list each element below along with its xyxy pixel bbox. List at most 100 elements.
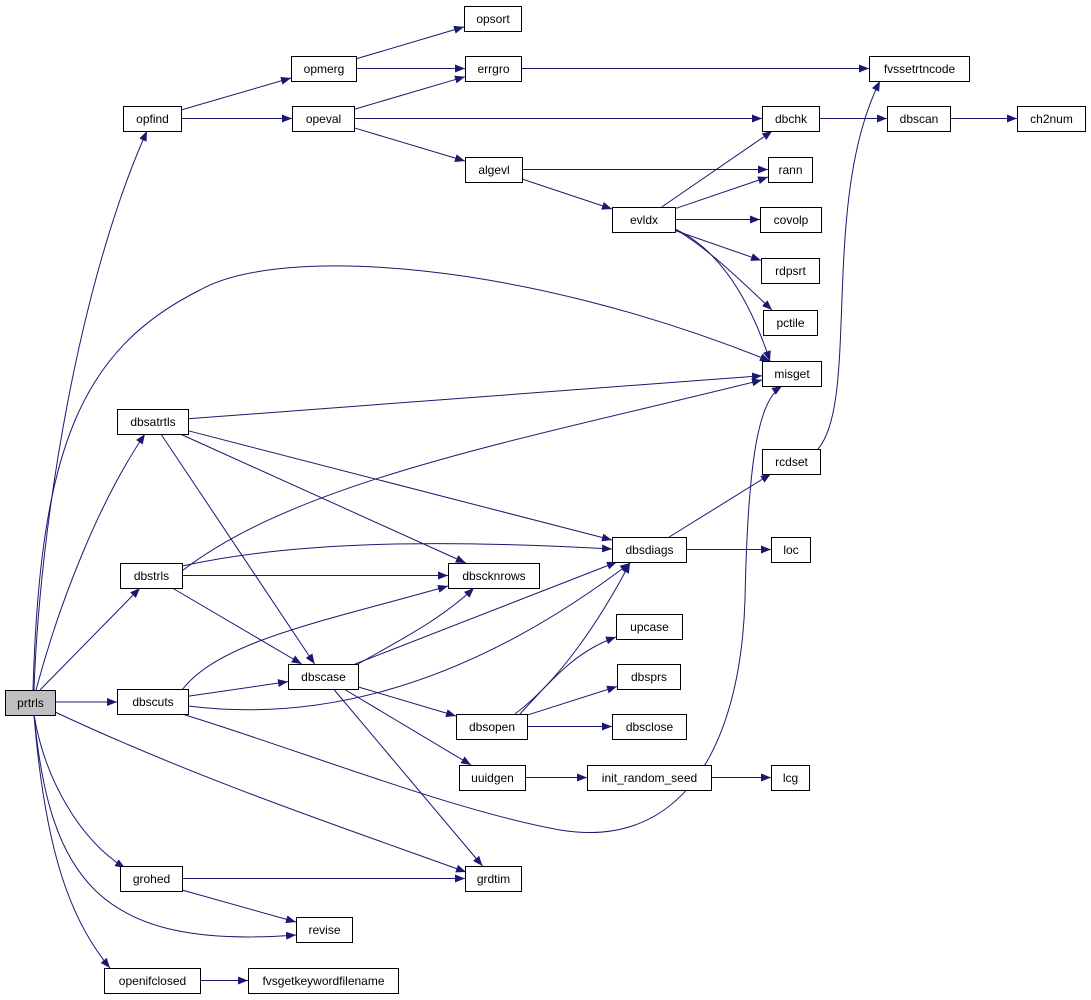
node-label-dbstrls: dbstrls [134,569,169,583]
node-label-grdtim: grdtim [477,872,510,886]
edge-dbscase-to-grdtim [333,688,483,867]
node-label-dbscuts: dbscuts [132,695,173,709]
node-dbscan[interactable]: dbscan [887,106,951,132]
node-box-dbstrls[interactable] [120,563,183,589]
node-box-rcdset[interactable] [762,449,821,475]
node-box-dbchk[interactable] [762,106,820,132]
edge-dbsatrtls-to-dbscase [160,433,316,665]
edge-dbsdiags-to-rcdset [668,473,772,538]
node-grohed[interactable]: grohed [120,866,183,892]
node-box-opfind[interactable] [123,106,182,132]
node-label-pctile: pctile [776,316,804,330]
node-dbscase[interactable]: dbscase [288,664,359,690]
node-box-dbsprs[interactable] [617,664,681,690]
node-dbchk[interactable]: dbchk [762,106,820,132]
edge-dbsatrtls-to-dbscknrows [179,433,467,564]
node-box-init_random_seed[interactable] [587,765,712,791]
node-box-revise[interactable] [296,917,353,943]
node-label-dbscknrows: dbscknrows [462,569,525,583]
edge-opfind-to-opmerg [180,76,292,111]
node-box-rdpsrt[interactable] [761,258,820,284]
node-dbsprs[interactable]: dbsprs [617,664,681,690]
node-box-uuidgen[interactable] [459,765,526,791]
node-box-loc[interactable] [771,537,811,563]
edge-dbsopen-to-upcase [519,636,617,715]
node-opfind[interactable]: opfind [123,106,182,132]
edge-opeval-to-errgro [353,75,466,110]
node-box-opeval[interactable] [292,106,355,132]
node-rdpsrt[interactable]: rdpsrt [761,258,820,284]
node-box-openifclosed[interactable] [104,968,201,994]
node-openifclosed[interactable]: openifclosed [104,968,201,994]
node-loc[interactable]: loc [771,537,811,563]
node-box-errgro[interactable] [465,56,522,82]
node-box-rann[interactable] [768,157,813,183]
node-rann[interactable]: rann [768,157,813,183]
node-algevl[interactable]: algevl [465,157,523,183]
node-dbsatrtls[interactable]: dbsatrtls [117,409,189,435]
node-fvssetrtncode[interactable]: fvssetrtncode [869,56,970,82]
node-opeval[interactable]: opeval [292,106,355,132]
node-box-ch2num[interactable] [1017,106,1086,132]
node-label-dbsopen: dbsopen [469,720,515,734]
node-box-evldx[interactable] [612,207,676,233]
node-dbsopen[interactable]: dbsopen [456,714,528,740]
node-box-prtrls[interactable] [5,690,56,716]
node-box-fvssetrtncode[interactable] [869,56,970,82]
node-fvsgetkeywordfilename[interactable]: fvsgetkeywordfilename [248,968,399,994]
node-label-lcg: lcg [783,771,798,785]
node-errgro[interactable]: errgro [465,56,522,82]
edge-layer [32,25,1017,985]
node-box-algevl[interactable] [465,157,523,183]
node-box-fvsgetkeywordfilename[interactable] [248,968,399,994]
node-pctile[interactable]: pctile [763,310,818,336]
node-box-misget[interactable] [762,361,822,387]
node-covolp[interactable]: covolp [760,207,822,233]
node-dbsdiags[interactable]: dbsdiags [612,537,687,563]
node-box-dbsdiags[interactable] [612,537,687,563]
node-box-upcase[interactable] [616,614,683,640]
node-lcg[interactable]: lcg [771,765,810,791]
node-box-dbscan[interactable] [887,106,951,132]
node-label-dbchk: dbchk [775,112,808,126]
node-box-dbsopen[interactable] [456,714,528,740]
node-dbscuts[interactable]: dbscuts [117,689,189,715]
node-label-opsort: opsort [476,12,510,26]
node-upcase[interactable]: upcase [616,614,683,640]
node-box-dbsclose[interactable] [612,714,687,740]
node-uuidgen[interactable]: uuidgen [459,765,526,791]
node-box-grohed[interactable] [120,866,183,892]
node-box-lcg[interactable] [771,765,810,791]
node-dbscknrows[interactable]: dbscknrows [448,563,540,589]
node-opsort[interactable]: opsort [464,6,522,32]
node-box-dbscknrows[interactable] [448,563,540,589]
edge-rcdset-to-fvssetrtncode [817,80,881,450]
node-init_random_seed[interactable]: init_random_seed [587,765,712,791]
node-box-dbscase[interactable] [288,664,359,690]
node-label-grohed: grohed [133,872,170,886]
node-label-rcdset: rcdset [775,455,808,469]
node-box-opmerg[interactable] [291,56,357,82]
node-box-dbsatrtls[interactable] [117,409,189,435]
node-label-dbsatrtls: dbsatrtls [130,415,175,429]
node-box-pctile[interactable] [763,310,818,336]
node-box-dbscuts[interactable] [117,689,189,715]
node-dbsclose[interactable]: dbsclose [612,714,687,740]
node-rcdset[interactable]: rcdset [762,449,821,475]
node-opmerg[interactable]: opmerg [291,56,357,82]
node-evldx[interactable]: evldx [612,207,676,233]
node-revise[interactable]: revise [296,917,353,943]
node-box-grdtim[interactable] [465,866,522,892]
node-dbstrls[interactable]: dbstrls [120,563,183,589]
node-box-covolp[interactable] [760,207,822,233]
node-ch2num[interactable]: ch2num [1017,106,1086,132]
node-label-init_random_seed: init_random_seed [602,771,697,785]
node-misget[interactable]: misget [762,361,822,387]
node-label-opeval: opeval [306,112,341,126]
edge-dbscase-to-uuidgen [343,688,472,766]
node-prtrls[interactable]: prtrls [5,690,56,716]
edge-dbsatrtls-to-dbsdiags [187,430,613,542]
edge-prtrls-to-grohed [33,714,126,869]
node-box-opsort[interactable] [464,6,522,32]
node-grdtim[interactable]: grdtim [465,866,522,892]
